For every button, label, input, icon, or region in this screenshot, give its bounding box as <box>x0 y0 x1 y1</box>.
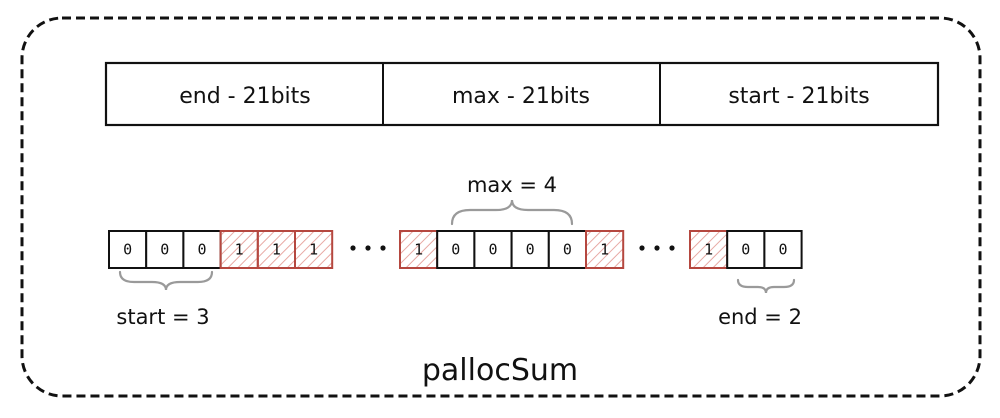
bit-cell: 0 <box>108 230 148 269</box>
bit-cell: 0 <box>763 230 803 269</box>
bit-value: 0 <box>741 241 750 259</box>
bit-cell: 0 <box>145 230 185 269</box>
bit-cell: 1 <box>219 230 259 269</box>
bit-value: 1 <box>414 241 423 259</box>
bit-cell: 1 <box>689 230 729 269</box>
bit-value: 0 <box>451 241 460 259</box>
bit-value: 1 <box>272 241 281 259</box>
end-label: end = 2 <box>718 305 802 329</box>
bit-cell: 0 <box>473 230 513 269</box>
outer-dashed-border <box>20 16 982 398</box>
field-start: start - 21bits <box>728 84 869 109</box>
diagram-title: pallocSum <box>422 353 578 388</box>
bit-cell: 0 <box>547 230 587 269</box>
bit-cell: 0 <box>436 230 476 269</box>
bit-group-max: 1 0 0 0 0 1 <box>399 230 625 269</box>
bit-cell: 0 <box>182 230 222 269</box>
field-max: max - 21bits <box>452 84 590 109</box>
field-bar: end - 21bits max - 21bits start - 21bits <box>104 61 940 127</box>
start-label: start = 3 <box>116 305 209 329</box>
bit-group-start: 0 0 0 1 1 1 <box>108 230 334 269</box>
bit-cell: 0 <box>510 230 550 269</box>
max-brace <box>450 199 574 226</box>
bit-value: 1 <box>704 241 713 259</box>
bit-value: 1 <box>309 241 318 259</box>
bit-cell: 1 <box>256 230 296 269</box>
bit-value: 0 <box>160 241 169 259</box>
max-label: max = 4 <box>467 173 557 197</box>
bit-cell: 1 <box>585 230 625 269</box>
bit-cell: 0 <box>726 230 766 269</box>
field-end: end - 21bits <box>179 84 311 109</box>
bit-cell: 1 <box>294 230 334 269</box>
bit-value: 0 <box>778 241 787 259</box>
bit-value: 0 <box>488 241 497 259</box>
bit-value: 1 <box>235 241 244 259</box>
bit-value: 0 <box>563 241 572 259</box>
bit-groups: 0 0 0 1 1 1 1 0 0 0 0 1 1 0 0 <box>108 230 803 269</box>
bit-value: 0 <box>197 241 206 259</box>
ellipsis-1 <box>350 245 386 251</box>
bit-value: 1 <box>600 241 609 259</box>
ellipsis-2 <box>639 245 675 251</box>
bit-value: 0 <box>526 241 535 259</box>
end-brace <box>736 278 796 294</box>
bit-value: 0 <box>123 241 132 259</box>
start-brace <box>118 270 214 291</box>
bit-cell: 1 <box>399 230 439 269</box>
bit-group-end: 1 0 0 <box>689 230 803 269</box>
